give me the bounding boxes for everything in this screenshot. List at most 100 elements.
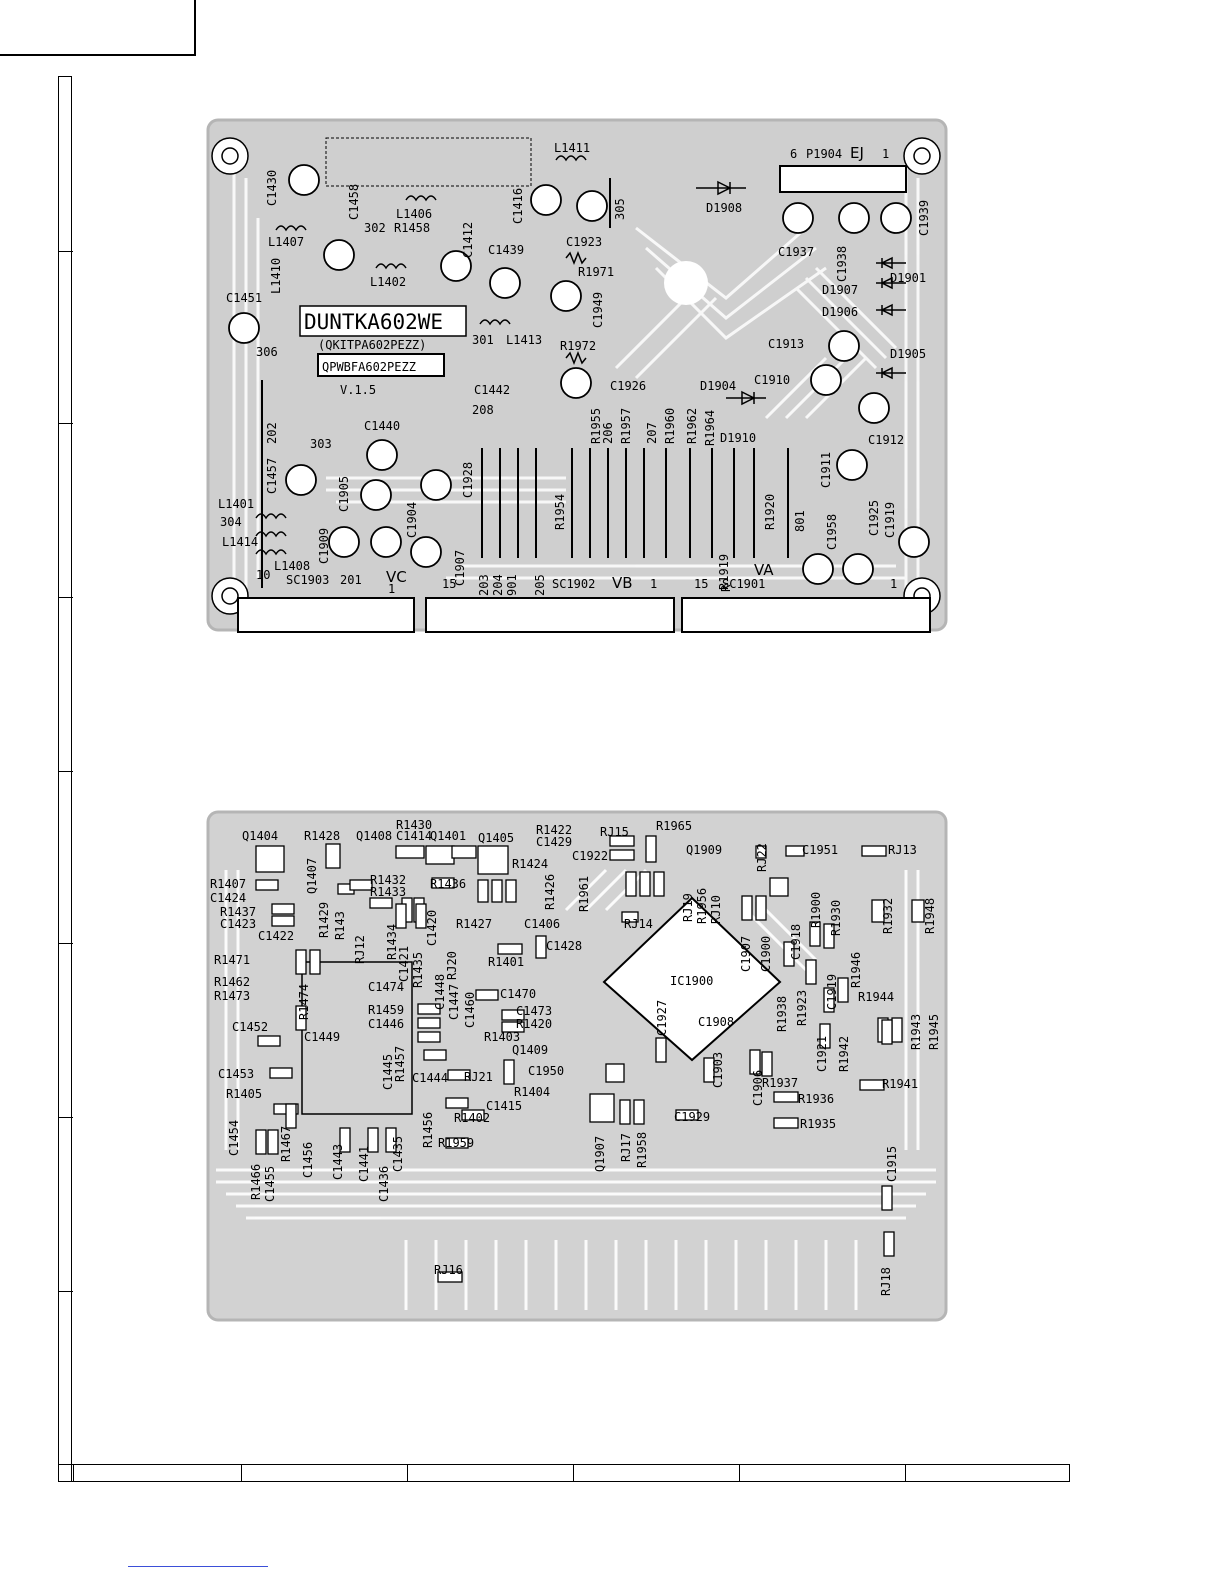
ref-c1905: C1905 <box>337 476 351 512</box>
ref-c1428: C1428 <box>546 939 582 953</box>
smd-pad <box>295 949 307 975</box>
ref-r1930: R1930 <box>829 900 843 936</box>
ref-r1427: R1427 <box>456 917 492 931</box>
pwb-label: QPWBFA602PEZZ <box>322 360 416 374</box>
ref-d1905: D1905 <box>890 347 926 361</box>
ref-c1458: C1458 <box>347 184 361 220</box>
smd-pad <box>805 959 817 985</box>
ref-301: 301 <box>472 333 494 347</box>
ref-d1910: D1910 <box>720 431 756 445</box>
smd-pad <box>773 1117 799 1129</box>
ref-l1413: L1413 <box>506 333 542 347</box>
ref-rj13: RJ13 <box>888 843 917 857</box>
smd-pad <box>823 987 835 1013</box>
ruler-tick <box>739 1465 740 1481</box>
ref-c1928: C1928 <box>461 462 475 498</box>
smd-pad <box>609 835 635 847</box>
smd-pad <box>589 1093 615 1123</box>
ref-r1959: R1959 <box>438 1136 474 1150</box>
smd-pads <box>255 835 925 1283</box>
ref-r1473: R1473 <box>214 989 250 1003</box>
ref-r1936: R1936 <box>798 1092 834 1106</box>
ref-c1908: C1908 <box>698 1015 734 1029</box>
smd-pad <box>417 1031 441 1043</box>
smd-pad <box>891 1017 903 1043</box>
ref-l1410: L1410 <box>269 258 283 294</box>
smd-pad <box>267 1129 279 1155</box>
smd-pad <box>257 1035 281 1047</box>
ref-c1415: C1415 <box>486 1099 522 1113</box>
ref-c1422: C1422 <box>258 929 294 943</box>
ref-r1401: R1401 <box>488 955 524 969</box>
smd-pad <box>309 949 321 975</box>
ruler-tick <box>59 771 73 772</box>
ref-c1950: C1950 <box>528 1064 564 1078</box>
pcb-top-svg: DUNTKA602WE (QKITPA602PEZZ) QPWBFA602PEZ… <box>206 118 948 633</box>
ruler-tick <box>905 1465 906 1481</box>
ej-pin1-label: 1 <box>882 147 889 161</box>
ref-c1448: C1448 <box>433 974 447 1010</box>
smd-pad <box>461 1109 485 1121</box>
ref-r1920: R1920 <box>763 494 777 530</box>
ref-r1957: R1957 <box>619 408 633 444</box>
ref-c1911: C1911 <box>819 452 833 488</box>
smd-pad <box>621 911 639 923</box>
pwb-label-box <box>317 353 445 377</box>
smd-pad <box>477 879 489 903</box>
ref-l1406: L1406 <box>396 207 432 221</box>
ref-c1929: C1929 <box>674 1110 710 1124</box>
smd-pad <box>501 1021 525 1033</box>
smd-pad <box>639 871 651 897</box>
ref-rj14: RJ14 <box>624 917 653 931</box>
sc1902-label: SC1902 <box>552 577 595 591</box>
smd-pad <box>255 1129 267 1155</box>
ref-r1972: R1972 <box>560 339 596 353</box>
ref-r1938: R1938 <box>775 996 789 1032</box>
ref-c1909: C1909 <box>317 528 331 564</box>
ref-l1408: L1408 <box>274 559 310 573</box>
smd-pad <box>271 915 295 927</box>
smd-pad <box>785 845 805 857</box>
ref-r1466: R1466 <box>249 1164 263 1200</box>
ref-q1909: Q1909 <box>686 843 722 857</box>
ref-rj20: RJ20 <box>445 951 459 980</box>
ref-c1456: C1456 <box>301 1142 315 1178</box>
ref-l1411: L1411 <box>554 141 590 155</box>
footer-link-underline[interactable] <box>128 1566 268 1567</box>
sc1901-pin1-label: 1 <box>890 577 897 591</box>
ref-l1407: L1407 <box>268 235 304 249</box>
ref-d1904: D1904 <box>700 379 736 393</box>
smd-pad <box>477 845 509 875</box>
ic1900-package <box>602 896 782 1062</box>
ref-c1904: C1904 <box>405 502 419 538</box>
ref-r1955: R1955 <box>589 408 603 444</box>
ref-c1949: C1949 <box>591 292 605 328</box>
copper-traces <box>232 148 920 598</box>
ref-302: 302 <box>364 221 386 235</box>
vc-label: VC <box>386 568 407 586</box>
ref-r143: R143 <box>333 911 347 940</box>
ref-c1440: C1440 <box>364 419 400 433</box>
smd-pad <box>417 1003 441 1015</box>
ref-r1945: R1945 <box>927 1014 941 1050</box>
ref-c1925: C1925 <box>867 500 881 536</box>
vb-label: VB <box>612 574 633 592</box>
ref-r1434: R1434 <box>385 924 399 960</box>
smd-pad <box>761 1051 773 1077</box>
ref-rj15: RJ15 <box>600 825 629 839</box>
ref-rj17: RJ17 <box>619 1133 633 1162</box>
ref-r1457: R1457 <box>393 1046 407 1082</box>
smd-pad <box>445 1137 469 1149</box>
ref-r1428: R1428 <box>304 829 340 843</box>
ruler-tick <box>59 597 73 598</box>
ref-202: 202 <box>265 422 279 444</box>
ref-c1470: C1470 <box>500 987 536 1001</box>
ref-c1421: C1421 <box>397 946 411 982</box>
ref-c1455: C1455 <box>263 1166 277 1202</box>
smd-pad <box>325 843 341 869</box>
smd-pad <box>819 1023 831 1049</box>
ref-r1960: R1960 <box>663 408 677 444</box>
ref-r1404: R1404 <box>514 1085 550 1099</box>
ref-l1414: L1414 <box>222 535 258 549</box>
smd-pad <box>633 1099 645 1125</box>
